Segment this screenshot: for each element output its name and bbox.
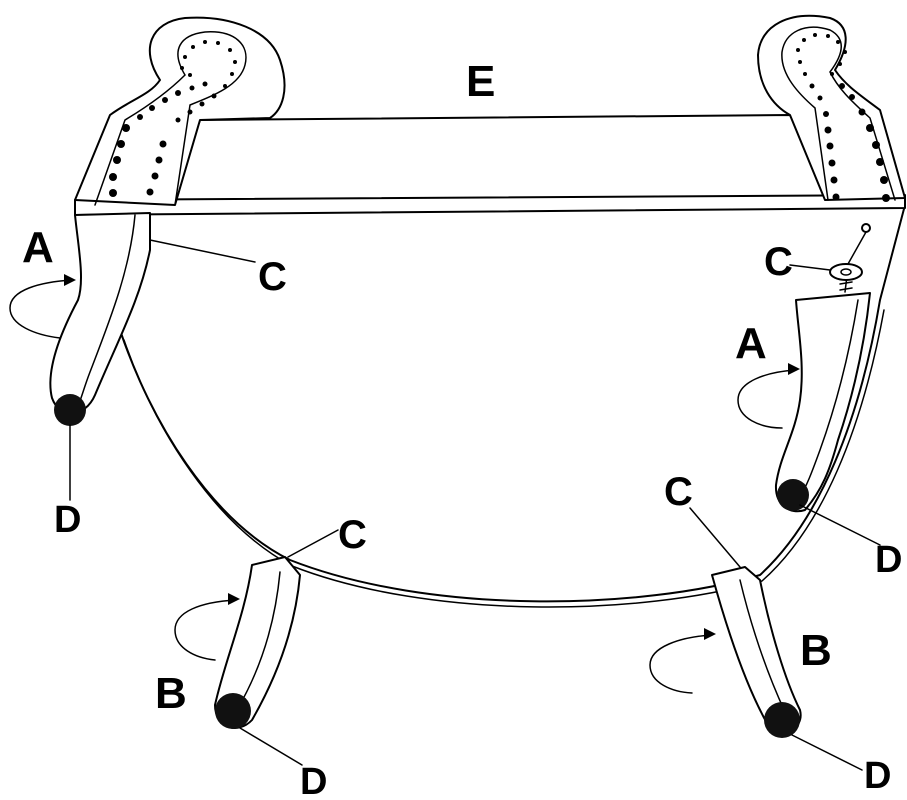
label-d-back-left: D: [300, 761, 327, 800]
t-nut-washer: [829, 263, 863, 281]
right-arm: [757, 14, 906, 201]
foot-pad-b-left: [215, 693, 251, 729]
rotate-arrowhead-a-left: [64, 274, 76, 286]
label-c-back-right: C: [664, 470, 693, 514]
leg-a-right: [737, 223, 871, 513]
label-d-back-right: D: [864, 755, 891, 797]
front-rail: [74, 194, 906, 216]
label-b-left: B: [155, 669, 187, 718]
rotate-arrow-a-left: [9, 279, 73, 339]
rotate-arrowhead-b-right: [704, 628, 716, 640]
label-d-right: D: [875, 539, 902, 581]
leg-b-right: [649, 566, 802, 738]
label-a-right: A: [735, 319, 767, 368]
rotate-arrow-b-left: [174, 599, 237, 661]
seat-base-inner-edge: [123, 309, 885, 608]
foot-pad-a-left: [54, 394, 86, 426]
leg-a-left: [9, 212, 151, 426]
label-b-right: B: [800, 626, 832, 675]
rotate-arrowhead-a-right: [788, 363, 800, 375]
label-e: E: [466, 57, 495, 106]
label-a-left: A: [22, 223, 54, 272]
rotate-arrow-b-right: [649, 634, 713, 694]
left-arm-tacks: [109, 40, 237, 197]
leg-b-left: [174, 556, 301, 729]
foot-pad-a-right: [777, 479, 809, 511]
label-d-left: D: [54, 499, 81, 541]
foot-pad-b-right: [764, 702, 800, 738]
back-panel: [169, 114, 831, 206]
pilot-line: [847, 231, 867, 265]
screw-hole: [861, 223, 871, 233]
leg-b-left-edge: [237, 571, 281, 709]
label-c-right-screw: C: [764, 240, 793, 284]
leg-b-right-edge: [739, 579, 786, 713]
left-arm: [74, 16, 286, 206]
left-arm-inner-panel: [94, 31, 247, 206]
rotate-arrowhead-b-left: [228, 593, 240, 605]
sofa-body: [74, 14, 906, 608]
leg-a-right-edge: [799, 299, 859, 497]
leg-a-left-body: [49, 212, 151, 415]
seat-base: [74, 204, 906, 603]
right-arm-tacks: [796, 33, 890, 202]
rotate-arrow-a-right: [737, 369, 797, 429]
label-c-back-left: C: [338, 513, 367, 557]
leader-lines: [69, 239, 881, 771]
label-c-left: C: [258, 255, 287, 299]
